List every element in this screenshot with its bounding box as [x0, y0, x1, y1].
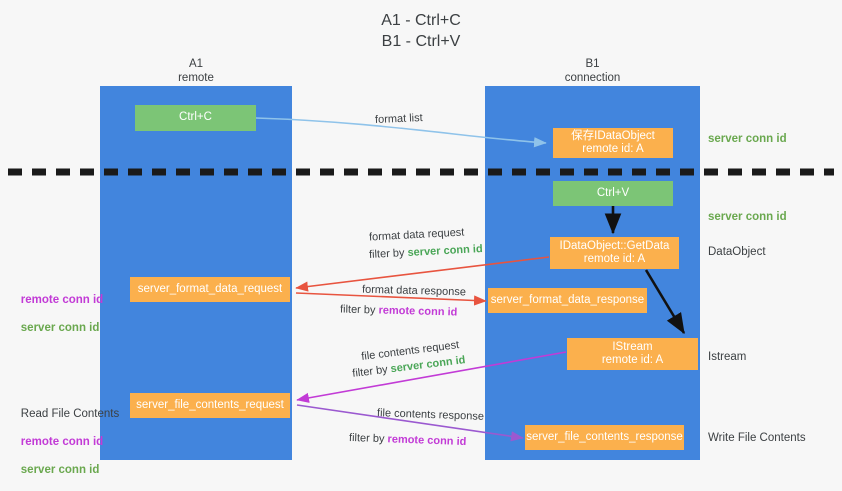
node-idataobject-getdata[interactable]: IDataObject::GetData remote id: A [550, 237, 679, 269]
left-read-file-contents-group: Read File Contents remote conn id server… [8, 393, 119, 491]
side-label-istream: Istream [708, 351, 747, 363]
side-label-server-conn-id-2: server conn id [708, 211, 787, 223]
diagram-title: A1 - Ctrl+C B1 - Ctrl+V [381, 12, 461, 50]
filter-prefix-1: filter by [368, 246, 408, 261]
lane-header-a1: A1 remote [178, 58, 214, 84]
filter-value-server-conn-id-1: server conn id [407, 243, 483, 259]
node-server-format-data-request[interactable]: server_format_data_request [130, 277, 290, 302]
side-label-write-file-contents: Write File Contents [708, 432, 806, 444]
node-idataobject[interactable]: 保存IDataObject remote id: A [553, 128, 673, 158]
edge-label-format-data-response-filter: filter by remote conn id [340, 302, 458, 319]
node-ctrl-v[interactable]: Ctrl+V [553, 181, 673, 206]
left-server-conn-id-bottom: server conn id [20, 464, 100, 476]
filter-prefix-3: filter by [351, 363, 392, 380]
side-label-dataobject: DataObject [708, 246, 766, 258]
edge-label-file-contents-response-filter: filter by remote conn id [349, 431, 467, 449]
filter-prefix-2: filter by [339, 303, 379, 317]
edge-label-format-data-request: format data request [368, 226, 465, 244]
left-server-conn-id-top: server conn id [20, 322, 100, 334]
node-server-format-data-response[interactable]: server_format_data_response [488, 288, 647, 313]
edge-label-file-contents-response: file contents response [376, 407, 485, 423]
filter-prefix-4: filter by [348, 431, 388, 446]
filter-value-remote-conn-id-2: remote conn id [387, 433, 467, 449]
node-server-file-contents-response[interactable]: server_file_contents_response [525, 425, 684, 450]
filter-value-remote-conn-id-1: remote conn id [378, 304, 458, 319]
node-ctrl-c[interactable]: Ctrl+C [135, 105, 256, 131]
left-remote-conn-id-top: remote conn id [20, 294, 104, 306]
left-conn-ids-top: remote conn id server conn id [8, 279, 103, 349]
side-label-server-conn-id-1: server conn id [708, 133, 787, 145]
node-istream[interactable]: IStream remote id: A [567, 338, 698, 370]
lane-header-b1: B1 connection [564, 58, 621, 84]
edge-label-format-data-response: format data response [361, 283, 467, 299]
left-read-file-contents: Read File Contents [20, 408, 120, 420]
node-server-file-contents-request[interactable]: server_file_contents_request [130, 393, 290, 418]
edge-label-format-list: format list [374, 111, 423, 127]
left-remote-conn-id-bottom: remote conn id [20, 436, 104, 448]
edge-label-format-data-request-filter: filter by server conn id [369, 242, 483, 262]
